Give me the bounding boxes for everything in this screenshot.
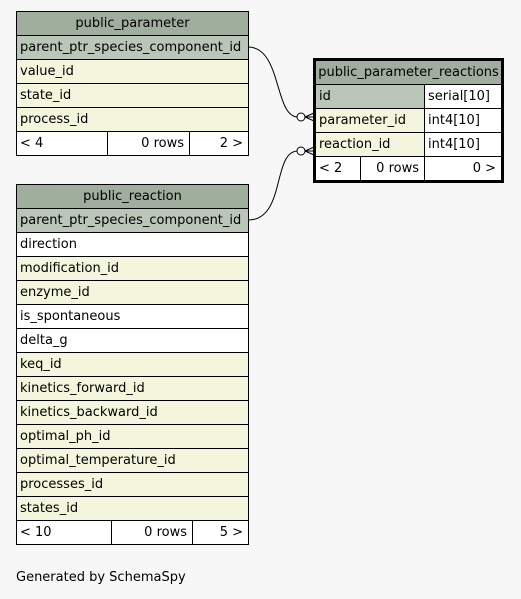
table-title: public_parameter xyxy=(17,12,248,36)
table-footer: < 10 0 rows 5 > xyxy=(17,521,248,544)
table-public-reaction[interactable]: public_reaction parent_ptr_species_compo… xyxy=(16,184,249,545)
table-title: public_parameter_reactions xyxy=(316,61,501,85)
column-row[interactable]: delta_g xyxy=(17,329,248,353)
column-row[interactable]: state_id xyxy=(17,84,248,108)
parents-count[interactable]: < 4 xyxy=(20,136,44,151)
table-public-parameter[interactable]: public_parameter parent_ptr_species_comp… xyxy=(16,11,249,156)
table-title: public_reaction xyxy=(17,185,248,209)
column-row[interactable]: is_spontaneous xyxy=(17,305,248,329)
relation-parameter-circle xyxy=(296,112,306,122)
table-public-parameter-reactions[interactable]: public_parameter_reactions id serial[10]… xyxy=(313,58,504,183)
column-row[interactable]: process_id xyxy=(17,108,248,132)
column-row[interactable]: value_id xyxy=(17,60,248,84)
table-footer: < 2 0 rows 0 > xyxy=(316,157,501,180)
row-count: 0 rows xyxy=(360,157,424,180)
table-footer: < 4 0 rows 2 > xyxy=(17,132,248,155)
column-row[interactable]: processes_id xyxy=(17,473,248,497)
column-type: int4[10] xyxy=(424,133,501,156)
children-count[interactable]: 2 > xyxy=(189,132,248,155)
column-row[interactable]: reaction_id int4[10] xyxy=(316,133,501,157)
column-row[interactable]: kinetics_backward_id xyxy=(17,401,248,425)
column-row[interactable]: id serial[10] xyxy=(316,85,501,109)
column-type: int4[10] xyxy=(424,109,501,132)
children-count[interactable]: 0 > xyxy=(424,157,501,180)
column-type: serial[10] xyxy=(424,85,501,108)
column-row[interactable]: enzyme_id xyxy=(17,281,248,305)
column-row[interactable]: optimal_temperature_id xyxy=(17,449,248,473)
relation-reaction-crowfoot xyxy=(304,146,315,156)
column-row[interactable]: keq_id xyxy=(17,353,248,377)
column-row[interactable]: kinetics_forward_id xyxy=(17,377,248,401)
row-count: 0 rows xyxy=(111,521,192,544)
relation-parameter-line xyxy=(247,46,299,118)
column-row[interactable]: optimal_ph_id xyxy=(17,425,248,449)
column-row[interactable]: direction xyxy=(17,233,248,257)
relation-reaction-line xyxy=(247,150,299,221)
relation-reaction-circle xyxy=(296,146,306,156)
parents-count[interactable]: < 10 xyxy=(20,525,52,540)
row-count: 0 rows xyxy=(107,132,189,155)
generated-by-credit: Generated by SchemaSpy xyxy=(16,570,186,585)
parents-count[interactable]: < 2 xyxy=(319,161,343,176)
relation-parameter-crowfoot xyxy=(304,112,315,122)
children-count[interactable]: 5 > xyxy=(192,521,248,544)
column-row[interactable]: parameter_id int4[10] xyxy=(316,109,501,133)
column-row[interactable]: states_id xyxy=(17,497,248,521)
column-row[interactable]: modification_id xyxy=(17,257,248,281)
column-row[interactable]: parent_ptr_species_component_id xyxy=(17,36,248,60)
column-row[interactable]: parent_ptr_species_component_id xyxy=(17,209,248,233)
